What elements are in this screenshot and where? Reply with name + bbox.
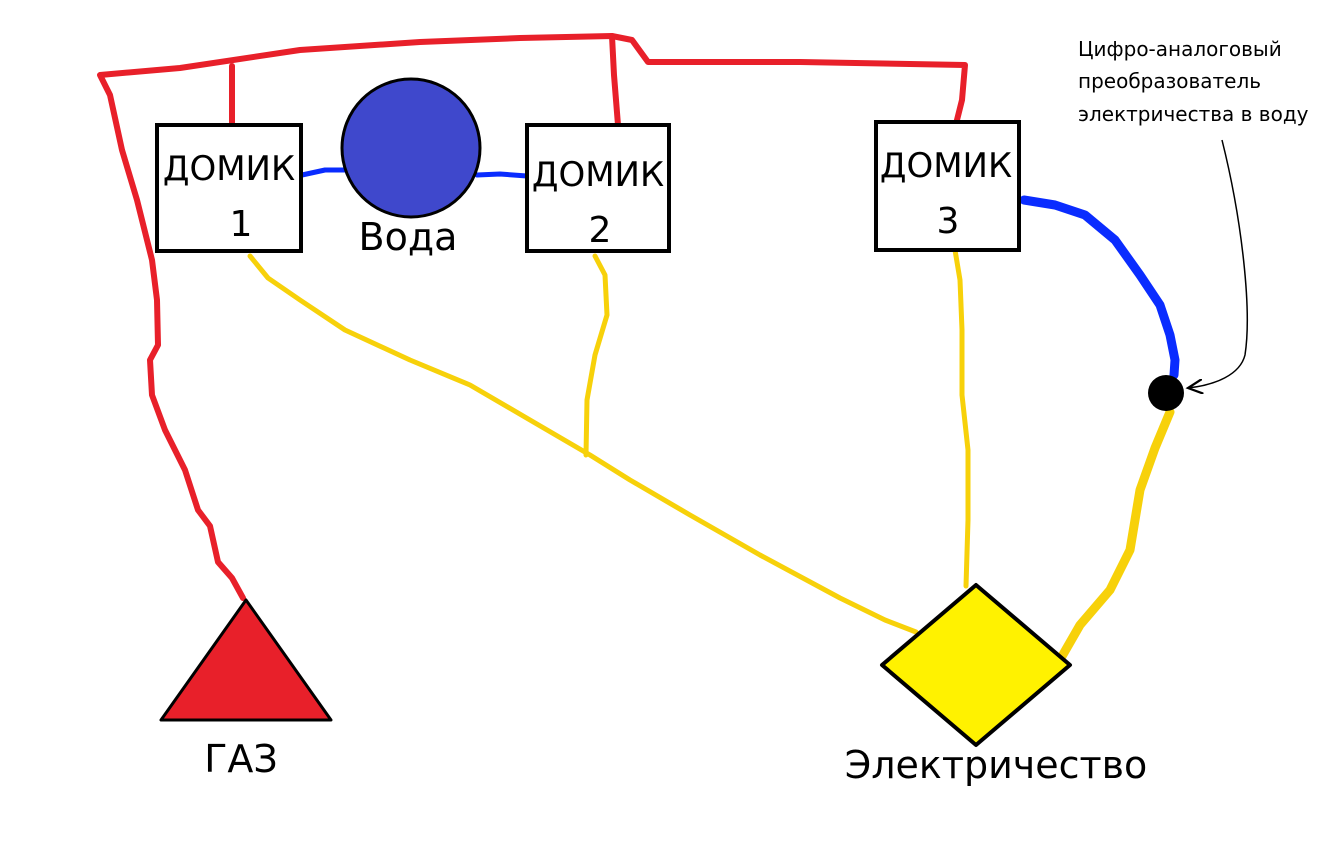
electricity-diamond (880, 583, 1072, 747)
converter-note-line-1: Цифро-аналоговый (1078, 37, 1282, 61)
water-pipe-converter (1019, 195, 1180, 380)
gas-triangle (159, 598, 333, 722)
house-1-box (155, 123, 303, 253)
house-2-title: ДОМИК (532, 155, 664, 195)
house-1: ДОМИК 1 (155, 123, 303, 253)
converter-dot (1148, 375, 1184, 411)
water-source: Вода (340, 77, 482, 259)
electricity-line-converter (1052, 407, 1175, 670)
gas-source: ГАЗ (159, 598, 333, 781)
house-2-box (525, 123, 671, 253)
house-3-box (874, 120, 1021, 252)
gas-main-line (97, 33, 968, 601)
house-2: ДОМИК 2 (525, 123, 671, 253)
water-pipes (299, 167, 1180, 380)
electricity-line-house-3 (952, 247, 971, 589)
converter-note-line-3: электричества в воду (1078, 102, 1309, 126)
house-3-number: 3 (937, 201, 960, 242)
converter-annotation: Цифро-аналоговый преобразователь электри… (1078, 37, 1309, 388)
water-pipe-house-2 (474, 171, 530, 179)
gas-lines (97, 33, 968, 601)
house-3-title: ДОМИК (880, 146, 1012, 186)
water-circle (340, 77, 482, 219)
electricity-lines (247, 247, 1175, 670)
water-label: Вода (359, 215, 458, 259)
water-pipe-house-1 (299, 167, 348, 178)
electricity-label: Электричество (845, 743, 1148, 787)
electricity-line-house-1 (247, 253, 919, 635)
house-3: ДОМИК 3 (874, 120, 1021, 252)
gas-label: ГАЗ (204, 737, 278, 781)
electricity-source: Электричество (845, 583, 1148, 787)
house-2-number: 2 (589, 210, 612, 251)
gas-branch-house-2 (609, 33, 621, 128)
converter-note-line-2: преобразователь (1078, 69, 1261, 93)
electricity-line-house-2 (583, 253, 610, 458)
house-1-number: 1 (230, 204, 253, 245)
house-1-title: ДОМИК (163, 149, 295, 189)
annotation-arrow (1188, 139, 1248, 388)
